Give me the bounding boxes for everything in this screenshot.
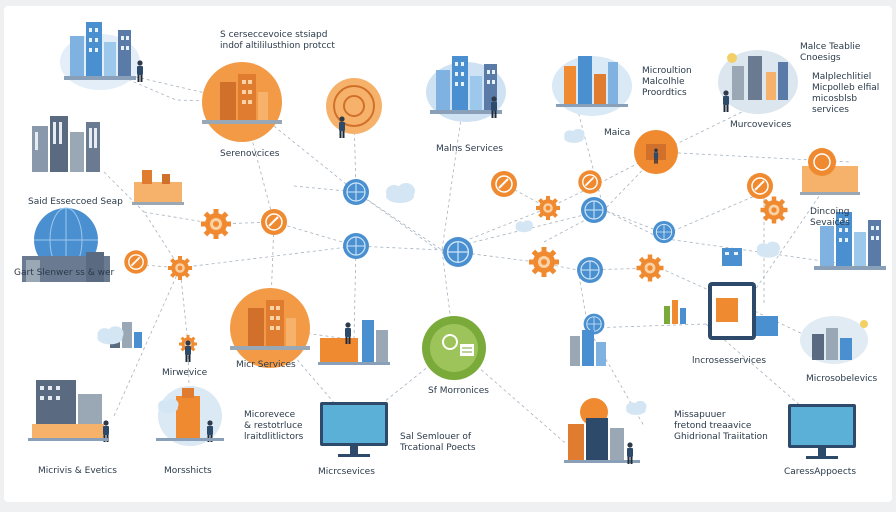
- globe-icon: [442, 236, 474, 268]
- label-microsobelevics: Microsobelevics: [806, 374, 878, 384]
- globe-icon: [342, 232, 370, 260]
- globe-icon: [576, 256, 604, 284]
- city-blue-illustration-1: [60, 22, 143, 90]
- orange-city-illustration-1: [202, 62, 282, 142]
- cloud-icon: [515, 220, 533, 233]
- wrench-icon: [260, 208, 288, 236]
- orange-target-illustration: [800, 148, 860, 195]
- orange-tower-illustration: [156, 386, 224, 446]
- label-caressappoects: CaressAppoects: [784, 467, 857, 477]
- city-blue-illustration-2: [426, 56, 506, 122]
- cloud-icon: [158, 398, 179, 413]
- label-micr-services: Micr Services: [236, 360, 296, 370]
- monitor-icon: [788, 404, 856, 459]
- label-dincoing-services: Dincoing Sevaices: [810, 207, 850, 228]
- gear-icon: [529, 247, 559, 277]
- globe-icon: [652, 220, 676, 244]
- city-gray-illustration-1: [718, 50, 798, 114]
- label-mirwevice: Mirwevice: [162, 368, 208, 378]
- gear-icon: [201, 209, 231, 239]
- orange-bubble-illustration: [634, 130, 678, 174]
- cloud-icon: [564, 128, 585, 143]
- server-room-illustration: [564, 398, 640, 464]
- tablet-illustration: [708, 282, 778, 340]
- label-micorevece: Micorevece & restotrluce lraitdlitlictor…: [244, 410, 304, 442]
- factory-illustration: [132, 170, 184, 205]
- wrench-icon: [490, 170, 518, 198]
- globe-city-illustration: [22, 207, 110, 282]
- label-micrcsevices: Micrcsevices: [318, 467, 375, 477]
- city-gray-illustration-2: [32, 116, 100, 172]
- cloud-icon: [386, 183, 415, 203]
- label-sal-semlouer: Sal Semlouer of Trcational Poects: [400, 432, 476, 453]
- label-missapuuer: Missapuuer fretond treaavice Ghidrional …: [674, 410, 768, 442]
- office-illustration: [28, 380, 109, 442]
- target-illustration: [326, 78, 382, 138]
- orange-city-illustration-2: [230, 288, 310, 368]
- city-gray-illustration-3: [800, 316, 868, 364]
- label-malplechlitiel: Malplechlitiel Micpolleb elfial micosbls…: [812, 72, 880, 115]
- label-incrosesservices: lncrosesservices: [692, 356, 767, 366]
- cloud-icon: [626, 400, 647, 415]
- gear-icon: [760, 196, 788, 224]
- wrench-icon: [746, 172, 774, 200]
- gear-icon: [168, 256, 192, 280]
- wrench-icon: [123, 249, 149, 275]
- workstation-illustration: [318, 320, 390, 365]
- label-murcovevices: Murcovevices: [730, 120, 792, 130]
- label-maica: Maica: [604, 128, 631, 138]
- label-gart-slenwer: Gart Slenwer ss & wer: [14, 268, 115, 278]
- city-small-illustration: [570, 330, 606, 366]
- gear-icon: [536, 196, 560, 220]
- cloud-icon: [756, 241, 780, 258]
- globe-icon: [580, 196, 608, 224]
- label-malns-services: Malns Services: [436, 144, 503, 154]
- infographic-canvas: S cerseccevoice stsiapd indof altililust…: [4, 6, 892, 502]
- city-cloud-illustration: [552, 56, 632, 116]
- wrench-icon: [577, 169, 603, 195]
- green-hub-illustration: [422, 316, 486, 380]
- label-microultion: Microultion Malcolhle Proordtics: [642, 66, 692, 98]
- cloud-icon: [97, 326, 124, 345]
- label-said-seap: Said Esseccoed Seap: [28, 197, 123, 207]
- network-diagram: [22, 22, 886, 464]
- small-building-icon: [722, 248, 742, 266]
- label-malce-teablie: Malce Teablie Cnoesigs: [800, 42, 861, 63]
- globe-icon: [342, 178, 370, 206]
- gear-icon: [636, 254, 664, 282]
- label-top-center: S cerseccevoice stsiapd indof altililust…: [220, 30, 335, 51]
- label-micrivis-evetics: Micrivis & Evetics: [38, 466, 117, 476]
- small-bars-icon: [664, 300, 686, 324]
- label-morsshicts: Morsshicts: [164, 466, 212, 476]
- label-serenovcices: Serenovcices: [220, 149, 280, 159]
- label-sf-morronices: Sf Morronices: [428, 386, 489, 396]
- monitor-icon: [320, 402, 388, 457]
